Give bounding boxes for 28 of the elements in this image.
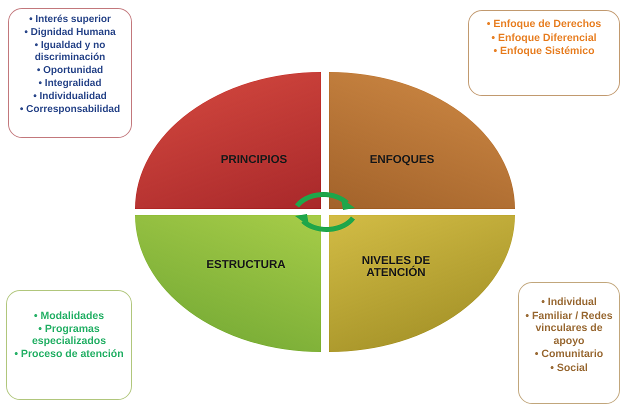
segment-label: ESTRUCTURA (205, 259, 287, 271)
segment-label: PRINCIPIOS (220, 154, 288, 166)
text-card (6, 290, 132, 400)
quadrant-segment (135, 215, 321, 352)
list-item: • Familiar / Redes vinculares de apoyo (524, 310, 614, 347)
quadrant-segment (329, 215, 515, 352)
list-item: • Comunitario (534, 348, 604, 360)
list-item: • Social (550, 362, 588, 374)
text-card (468, 10, 620, 96)
list-item: • Enfoque de Derechos (486, 18, 602, 30)
list-item: • Modalidades (34, 310, 104, 322)
list-item: • Programas especializados (30, 323, 108, 347)
list-item: • Dignidad Humana (24, 27, 116, 39)
list-item: • Individualidad (33, 91, 107, 103)
list-item: • Igualdad y no discriminación (34, 40, 106, 64)
text-card (8, 8, 132, 138)
list-item: • Interés superior (29, 14, 111, 26)
list-item: • Oportunidad (36, 65, 104, 77)
text-card (518, 282, 620, 404)
list-item: • Proceso de atención (14, 348, 124, 360)
list-item: • Corresponsabilidad (20, 104, 120, 116)
list-item: • Enfoque Diferencial (491, 32, 597, 44)
segment-label: NIVELES DE ATENCIÓN (360, 255, 432, 279)
list-item: • Enfoque Sistémico (493, 45, 595, 58)
quadrant-segment (135, 72, 321, 209)
list-item: • Individual (541, 296, 597, 308)
list-item: • Integralidad (38, 78, 102, 90)
segment-label: ENFOQUES (368, 154, 436, 166)
